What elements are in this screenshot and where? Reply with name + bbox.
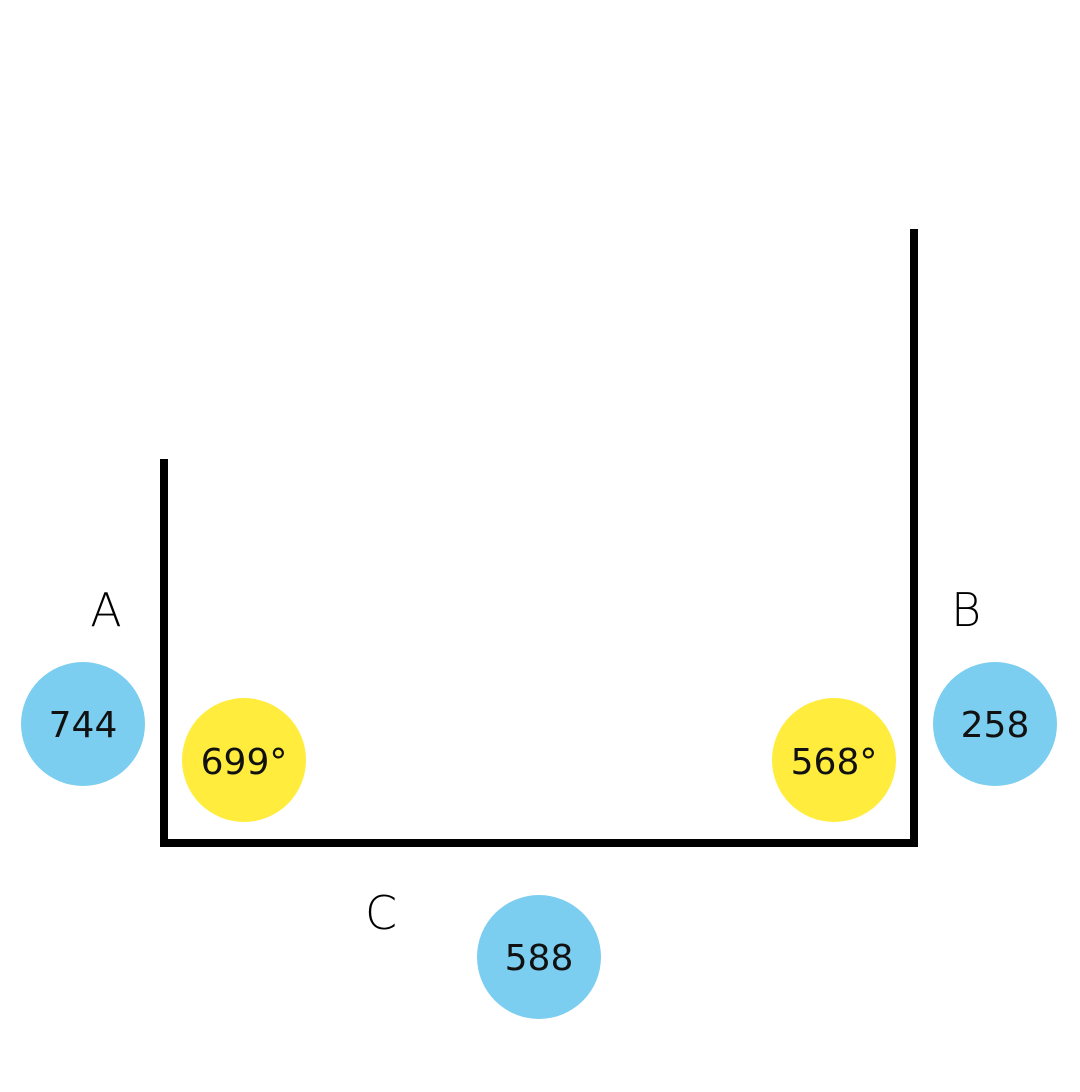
length-badge-c-circle xyxy=(477,895,601,1019)
length-badge-c-value: 588 xyxy=(505,938,574,979)
length-badge-a-value: 744 xyxy=(49,705,118,746)
label-c: C xyxy=(365,886,397,940)
angle-badge-left-value: 699° xyxy=(201,742,288,783)
length-badge-b-circle xyxy=(933,662,1057,786)
angle-badge-left: 699° xyxy=(182,698,306,822)
angle-badge-right-circle xyxy=(772,698,896,822)
length-badge-b: 258 xyxy=(933,662,1057,786)
length-badge-c: 588 xyxy=(477,895,601,1019)
length-badge-b-value: 258 xyxy=(961,705,1030,746)
angle-badge-left-circle xyxy=(182,698,306,822)
length-badge-a-circle xyxy=(21,662,145,786)
angle-badge-right-value: 568° xyxy=(791,742,878,783)
label-b: B xyxy=(951,583,981,637)
u-shape-outline xyxy=(160,229,918,847)
length-badge-a: 744 xyxy=(21,662,145,786)
label-a: A xyxy=(90,583,121,637)
angle-badge-right: 568° xyxy=(772,698,896,822)
